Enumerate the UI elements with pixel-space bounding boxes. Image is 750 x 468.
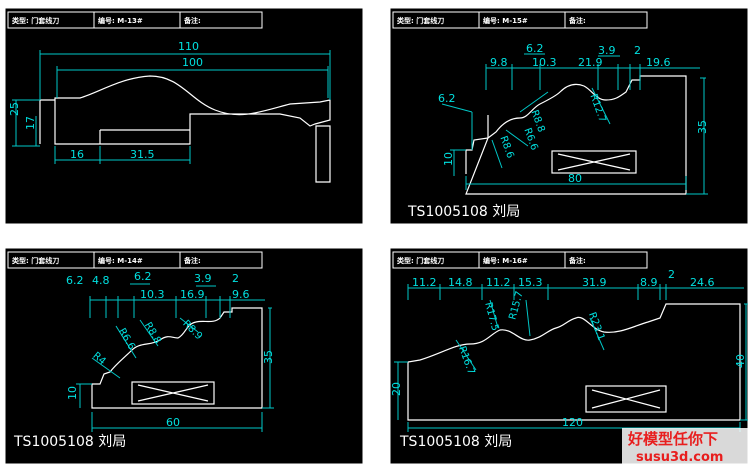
dim-seg-1: 11.2 xyxy=(412,276,437,289)
dim-seg-6: 8.9 xyxy=(640,276,658,289)
header-type: 类型: 门套线刀 xyxy=(12,16,59,25)
header-code: 编号: M-13# xyxy=(98,16,143,25)
dim-height: 35 xyxy=(262,350,275,364)
dim-seg-2: 4.8 xyxy=(92,274,110,287)
caption: TS1005108 刘局 xyxy=(407,204,520,220)
dim-height-outer: 25 xyxy=(8,102,21,116)
dim-top-a: 6.2 xyxy=(134,270,152,283)
dimension-lines xyxy=(76,283,274,432)
groove-cross xyxy=(557,153,631,171)
dim-top-c: 2 xyxy=(634,44,641,57)
caption: TS1005108 刘局 xyxy=(399,434,512,450)
header-note: 备注: xyxy=(568,256,586,265)
profile-outline xyxy=(39,75,331,183)
groove-box xyxy=(131,381,215,405)
dim-seg-4: 19.6 xyxy=(646,56,671,69)
groove-box xyxy=(585,385,667,413)
header-note: 备注: xyxy=(183,16,201,25)
dim-left-step: 6.2 xyxy=(438,92,456,105)
dim-seg-4: 15.3 xyxy=(518,276,543,289)
panel-frame xyxy=(389,7,749,225)
dim-width: 80 xyxy=(568,172,582,185)
panel-frame xyxy=(4,7,364,225)
header-note: 备注: xyxy=(568,16,586,25)
dim-base-height: 20 xyxy=(390,382,403,396)
groove-cross xyxy=(591,389,661,409)
dim-width-inner: 100 xyxy=(182,56,203,69)
dim-base-height: 10 xyxy=(66,386,79,400)
watermark-bg xyxy=(622,428,748,466)
header-code: 编号: M-14# xyxy=(98,256,143,265)
dim-seg-1: 9.8 xyxy=(490,56,508,69)
header-note-box xyxy=(179,251,263,269)
dim-height: 40 xyxy=(734,354,747,368)
dim-top-b: 3.9 xyxy=(194,272,212,285)
dim-seg-3: 21.9 xyxy=(578,56,603,69)
dim-seg-4: 16.9 xyxy=(180,288,205,301)
dimension-lines xyxy=(441,53,708,195)
watermark: 好模型任你下 susu3d.com xyxy=(622,428,748,466)
panel-top-right: 类型: 门套线刀 编号: M-15# 备注: xyxy=(389,7,749,225)
profile-outline xyxy=(407,303,741,421)
dim-height-inner: 17 xyxy=(24,116,37,130)
dim-seg-2: 10.3 xyxy=(532,56,557,69)
dim-seg-3: 10.3 xyxy=(140,288,165,301)
dim-seg-2: 14.8 xyxy=(448,276,473,289)
header-type: 类型: 门套线刀 xyxy=(12,256,59,265)
caption: TS1005108 刘局 xyxy=(13,434,126,450)
header-note-box xyxy=(564,251,648,269)
groove-cross xyxy=(137,384,209,402)
header-code: 编号: M-15# xyxy=(483,16,528,25)
header-note: 备注: xyxy=(183,256,201,265)
dim-seg-5: 9.6 xyxy=(232,288,250,301)
dim-top-b: 3.9 xyxy=(598,44,616,57)
groove-box xyxy=(551,150,637,174)
header-code: 编号: M-16# xyxy=(483,256,528,265)
header-note-box xyxy=(564,11,648,29)
panel-frame xyxy=(4,247,364,465)
dim-height: 35 xyxy=(696,120,709,134)
header-note-box xyxy=(179,11,263,29)
dim-seg-7: 24.6 xyxy=(690,276,715,289)
dim-seg-5: 31.9 xyxy=(582,276,607,289)
panel-top-left: 类型: 门套线刀 编号: M-13# 备注: 110 100 25 17 16 … xyxy=(4,7,364,225)
dim-width-total: 110 xyxy=(178,40,199,53)
dim-top-c: 2 xyxy=(232,272,239,285)
watermark-line-2: susu3d.com xyxy=(636,450,723,465)
profile-outline xyxy=(465,75,687,195)
panel-bottom-right: 类型: 门套线刀 编号: M-16# 备注: xyxy=(389,247,749,465)
panel-bottom-left: 类型: 门套线刀 编号: M-14# 备注: xyxy=(4,247,364,465)
dim-width: 120 xyxy=(562,416,583,429)
header-type: 类型: 门套线刀 xyxy=(397,256,444,265)
dim-groove-offset: 16 xyxy=(70,148,84,161)
dim-width: 60 xyxy=(166,416,180,429)
dim-base-height: 10 xyxy=(442,152,455,166)
profile-outline xyxy=(91,307,263,409)
dim-top-a: 6.2 xyxy=(526,42,544,55)
dim-seg-3: 11.2 xyxy=(486,276,511,289)
dim-top-c: 2 xyxy=(668,268,675,281)
header-type: 类型: 门套线刀 xyxy=(397,16,444,25)
dimension-lines xyxy=(12,50,331,164)
dim-groove-width: 31.5 xyxy=(130,148,155,161)
dimension-lines xyxy=(394,284,748,432)
watermark-line-1: 好模型任你下 xyxy=(627,430,718,448)
dim-seg-1: 6.2 xyxy=(66,274,84,287)
